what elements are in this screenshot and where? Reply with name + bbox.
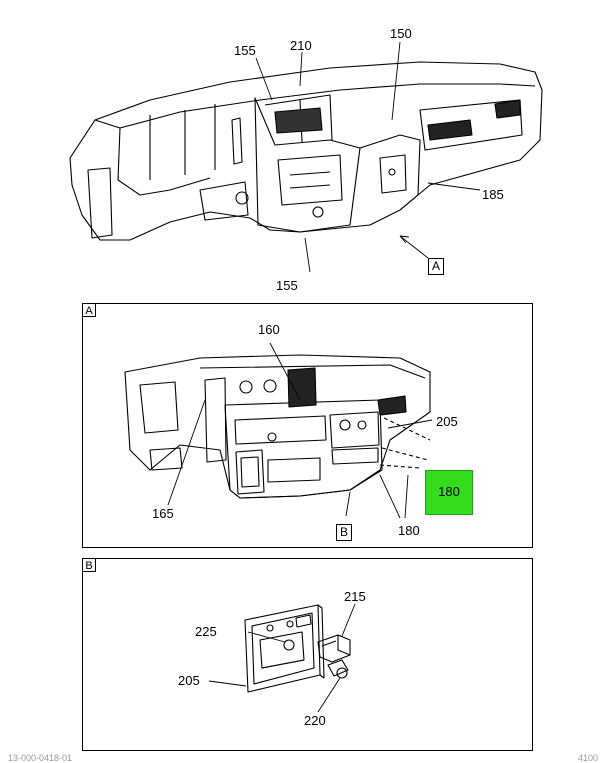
callout-205-b: 205 [178, 673, 200, 688]
instrument-panel-illustration [69, 61, 543, 241]
callout-155-bottom: 155 [276, 278, 298, 293]
bezel-illustration [244, 604, 325, 693]
footer-drawing-number: 13-000-0418-01 [8, 753, 73, 763]
overview-leader-lines [255, 41, 481, 273]
switch-illustration [317, 634, 351, 663]
footer-page-code: 4100 [578, 753, 599, 763]
callout-215: 215 [344, 589, 366, 604]
view-reference-a: A [428, 258, 444, 275]
panel-a-leader-lines [167, 342, 433, 519]
panel-a-callouts: 160 205 165 180 [152, 322, 458, 538]
callout-225: 225 [195, 624, 217, 639]
callout-185: 185 [482, 187, 504, 202]
view-reference-b: B [336, 524, 352, 541]
overview-callouts: 155 210 150 185 155 [234, 26, 504, 293]
bulb-illustration [283, 639, 349, 679]
panel-b-leader-lines [208, 603, 356, 713]
panel-b-callouts: 215 225 205 220 [178, 589, 366, 728]
callout-220: 220 [304, 713, 326, 728]
detail-panel-a [82, 303, 533, 548]
highlighted-callout-label: 180 [438, 484, 460, 499]
center-stack-illustration [124, 354, 431, 499]
detail-panel-b [82, 558, 533, 751]
callout-210: 210 [290, 38, 312, 53]
callout-165: 165 [152, 506, 174, 521]
callout-150: 150 [390, 26, 412, 41]
callout-160: 160 [258, 322, 280, 337]
callout-155-top: 155 [234, 43, 256, 58]
panel-b-tag: B [82, 558, 96, 572]
callout-205-a: 205 [436, 414, 458, 429]
callout-180: 180 [398, 523, 420, 538]
highlighted-callout-box [425, 470, 473, 515]
panel-a-tag: A [82, 303, 96, 317]
